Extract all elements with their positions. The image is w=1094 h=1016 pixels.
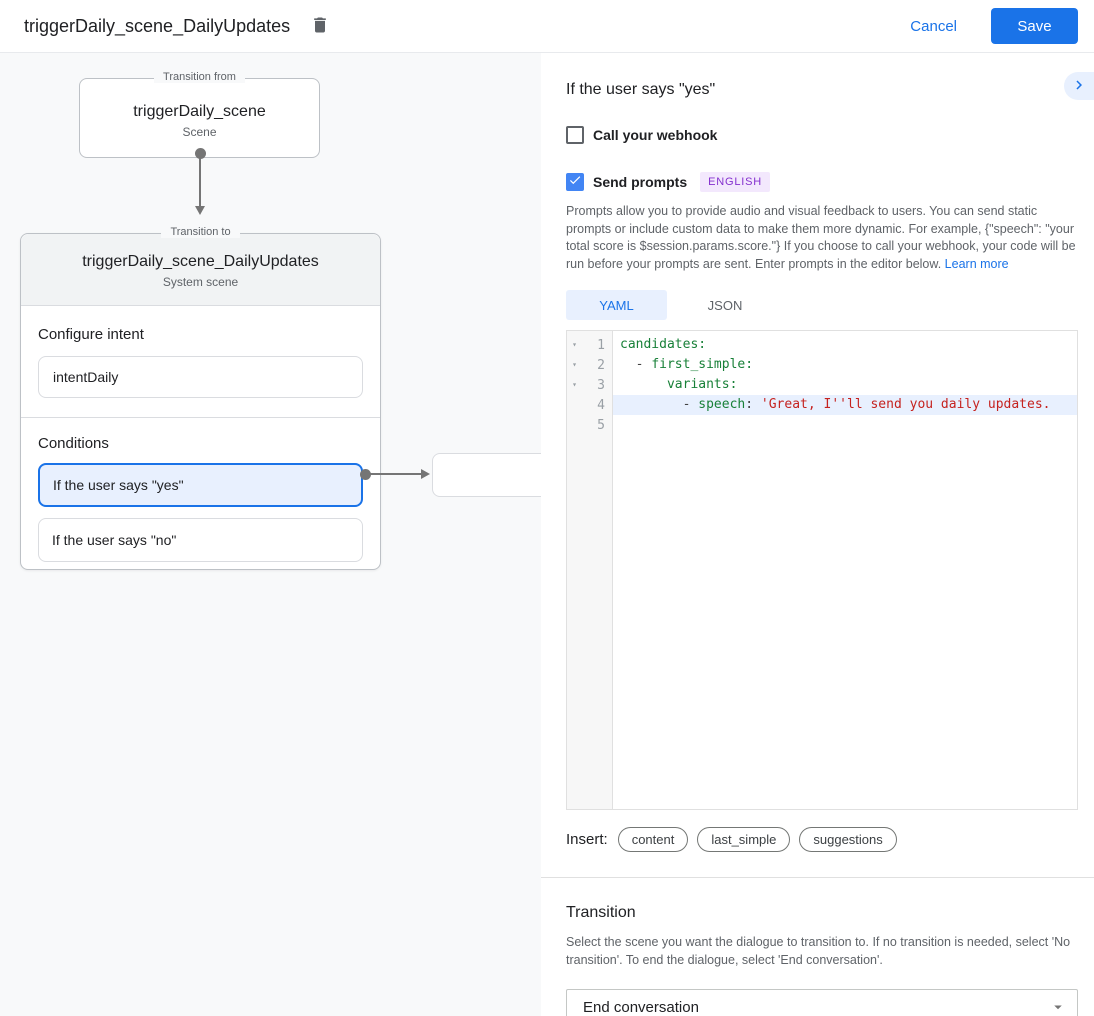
prompts-description: Prompts allow you to provide audio and v… bbox=[566, 204, 1076, 271]
to-scene-name: triggerDaily_scene_DailyUpdates bbox=[82, 253, 319, 270]
main-area: Transition from triggerDaily_scene Scene… bbox=[0, 53, 1094, 1016]
arrowhead-down-icon bbox=[195, 206, 205, 215]
checkmark-icon bbox=[568, 173, 582, 192]
insert-label: Insert: bbox=[566, 831, 608, 848]
tab-json[interactable]: JSON bbox=[707, 297, 743, 313]
edge-line-horizontal bbox=[365, 473, 421, 475]
transition-selected-value: End conversation bbox=[583, 998, 699, 1016]
webhook-checkbox[interactable] bbox=[566, 126, 584, 144]
page-title: triggerDaily_scene_DailyUpdates bbox=[24, 15, 291, 36]
transition-from-legend: Transition from bbox=[80, 71, 319, 83]
insert-last-simple-button[interactable]: last_simple bbox=[697, 827, 791, 852]
save-button[interactable]: Save bbox=[991, 8, 1078, 44]
condition-item-no[interactable]: If the user says "no" bbox=[38, 518, 363, 562]
send-prompts-label: Send prompts bbox=[593, 174, 688, 190]
panel-heading: If the user says "yes" bbox=[566, 81, 716, 98]
card-divider bbox=[21, 417, 380, 418]
code-line[interactable]: - speech: 'Great, I''ll send you daily u… bbox=[613, 395, 1077, 415]
collapse-panel-button[interactable] bbox=[1064, 72, 1094, 100]
configure-intent-label: Configure intent bbox=[38, 326, 144, 343]
trash-icon bbox=[310, 15, 330, 38]
arrowhead-right-icon bbox=[421, 469, 430, 479]
send-prompts-checkbox-row: Send prompts ENGLISH bbox=[566, 172, 1078, 192]
from-scene-type: Scene bbox=[182, 125, 217, 139]
to-scene-header[interactable]: triggerDaily_scene_DailyUpdates System s… bbox=[21, 234, 380, 306]
gutter-row: ▾2 bbox=[567, 355, 612, 375]
line-number: 2 bbox=[597, 357, 605, 373]
code-line[interactable] bbox=[613, 415, 1077, 435]
learn-more-link[interactable]: Learn more bbox=[944, 256, 1009, 271]
to-scene-type: System scene bbox=[162, 275, 239, 289]
tab-yaml[interactable]: YAML bbox=[566, 290, 667, 320]
gutter-row: 5 bbox=[567, 415, 612, 435]
fold-arrow-icon[interactable]: ▾ bbox=[572, 360, 577, 369]
gutter-row: ▾3 bbox=[567, 375, 612, 395]
editor-tabs: YAML JSON bbox=[566, 290, 1078, 320]
dropdown-caret-icon bbox=[1049, 998, 1067, 1016]
condition-item-yes[interactable]: If the user says "yes" bbox=[38, 463, 363, 507]
code-line[interactable]: variants: bbox=[666, 377, 738, 392]
fold-arrow-icon[interactable]: ▾ bbox=[572, 340, 577, 349]
condition-editor-panel: If the user says "yes" Call your webhook… bbox=[541, 53, 1094, 1016]
line-number: 1 bbox=[597, 337, 605, 353]
code-line[interactable]: candidates: bbox=[620, 337, 707, 352]
conditions-label: Conditions bbox=[38, 435, 109, 452]
line-number: 3 bbox=[597, 377, 605, 393]
transition-target-node[interactable] bbox=[432, 453, 541, 497]
webhook-checkbox-row: Call your webhook bbox=[566, 126, 1078, 144]
cancel-button[interactable]: Cancel bbox=[910, 17, 957, 35]
edge-line-vertical bbox=[199, 153, 201, 207]
delete-scene-button[interactable] bbox=[308, 14, 332, 38]
panel-divider bbox=[541, 877, 1094, 878]
transition-description: Select the scene you want the dialogue t… bbox=[566, 935, 1071, 967]
transition-to-card: Transition to triggerDaily_scene_DailyUp… bbox=[20, 226, 381, 570]
intent-input[interactable]: intentDaily bbox=[38, 356, 363, 398]
fold-arrow-icon[interactable]: ▾ bbox=[572, 380, 577, 389]
insert-row: Insert: content last_simple suggestions bbox=[566, 827, 1078, 852]
line-number: 4 bbox=[597, 397, 605, 413]
to-scene-body: Configure intent intentDaily Conditions … bbox=[21, 306, 380, 562]
transition-select[interactable]: End conversation bbox=[566, 989, 1078, 1016]
transition-section: Transition Select the scene you want the… bbox=[566, 878, 1078, 1016]
editor-code-area[interactable]: candidates: - first_simple: variants: - … bbox=[613, 331, 1077, 809]
gutter-row: ▾1 bbox=[567, 335, 612, 355]
from-scene-name: triggerDaily_scene bbox=[133, 103, 266, 120]
line-number: 5 bbox=[597, 417, 605, 433]
webhook-label: Call your webhook bbox=[593, 127, 718, 143]
language-badge: ENGLISH bbox=[700, 172, 771, 192]
insert-suggestions-button[interactable]: suggestions bbox=[799, 827, 897, 852]
insert-content-button[interactable]: content bbox=[617, 827, 689, 852]
top-bar: triggerDaily_scene_DailyUpdates Cancel S… bbox=[0, 0, 1094, 53]
send-prompts-checkbox[interactable] bbox=[566, 173, 584, 191]
transition-heading: Transition bbox=[566, 904, 636, 921]
gutter-row: 4 bbox=[567, 395, 612, 415]
transition-from-node[interactable]: Transition from triggerDaily_scene Scene bbox=[79, 71, 320, 158]
code-line[interactable]: - first_simple: bbox=[620, 357, 754, 372]
chevron-right-icon bbox=[1070, 76, 1088, 97]
scene-diagram-canvas: Transition from triggerDaily_scene Scene… bbox=[0, 53, 541, 1016]
